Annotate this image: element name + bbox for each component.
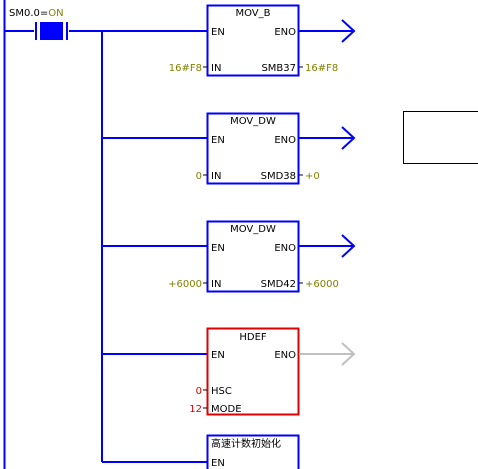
eno-pin-label: ENO (274, 243, 296, 254)
in-pin-label: IN (211, 171, 221, 182)
en-pin-label: EN (211, 135, 225, 146)
contact-powered-fill (40, 22, 63, 40)
coil-arrow (341, 19, 356, 43)
block-title: MOV_B (235, 8, 270, 19)
coil-arrow (341, 126, 356, 150)
mode-pin-label: MODE (211, 404, 242, 415)
mode-operand[interactable]: 12 (189, 404, 202, 415)
block-title: HDEF (239, 332, 267, 343)
en-pin-label: EN (211, 458, 225, 469)
block-title: 高速计数初始化 (211, 437, 281, 450)
coil-arrow-disabled (341, 342, 356, 366)
eno-pin-label: ENO (274, 350, 296, 361)
contact-address: SM0.0 (9, 8, 40, 19)
contact-state: ON (48, 8, 63, 19)
in-operand[interactable]: 16#F8 (169, 63, 202, 74)
in-operand[interactable]: +6000 (168, 279, 202, 290)
en-pin-label: EN (211, 350, 225, 361)
block-mov-b[interactable]: MOV_B EN ENO IN SMB37 (206, 4, 300, 77)
hsc-pin-label: HSC (211, 386, 232, 397)
out-operand[interactable]: 16#F8 (305, 63, 338, 74)
block-subroutine[interactable]: 高速计数初始化 EN (206, 434, 300, 469)
en-pin-label: EN (211, 243, 225, 254)
empty-box[interactable] (403, 111, 478, 164)
block-mov-dw-1[interactable]: MOV_DW EN ENO IN SMD38 (206, 112, 300, 185)
in-pin-label: IN (211, 279, 221, 290)
en-pin-label: EN (211, 27, 225, 38)
out-pin-label: SMD42 (261, 279, 296, 290)
eno-pin-label: ENO (274, 135, 296, 146)
block-mov-dw-2[interactable]: MOV_DW EN ENO IN SMD42 (206, 220, 300, 293)
svg-text:SM0.0=ON: SM0.0=ON (9, 8, 64, 19)
in-pin-label: IN (211, 63, 221, 74)
eno-pin-label: ENO (274, 27, 296, 38)
out-pin-label: SMB37 (261, 63, 296, 74)
contact-equals: = (40, 8, 48, 19)
out-operand[interactable]: +0 (305, 171, 320, 182)
out-pin-label: SMD38 (261, 171, 296, 182)
in-operand[interactable]: 0 (196, 171, 202, 182)
hsc-operand[interactable]: 0 (196, 386, 202, 397)
block-title: MOV_DW (230, 116, 276, 127)
out-operand[interactable]: +6000 (305, 279, 339, 290)
block-hdef[interactable]: HDEF EN ENO HSC MODE (206, 327, 300, 416)
contact-sm0-0[interactable]: SM0.0=ON (5, 8, 207, 40)
coil-arrow (341, 234, 356, 258)
block-title: MOV_DW (230, 224, 276, 235)
